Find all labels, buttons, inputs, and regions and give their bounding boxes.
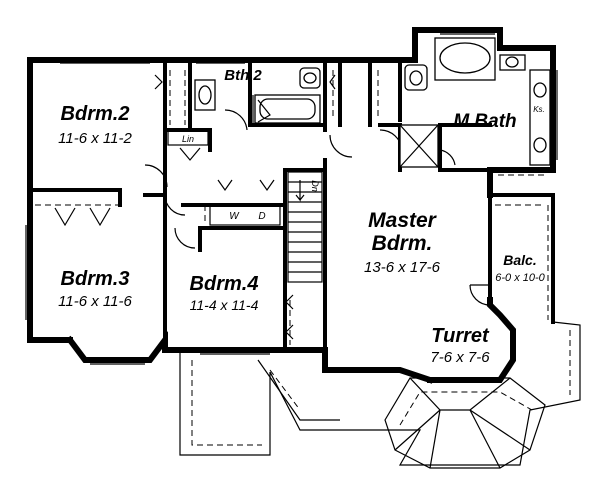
master-dims: 13-6 x 17-6 [364,259,441,276]
kneespace-label: Ks. [533,105,545,114]
turret-name: Turret [431,325,490,347]
turret-dims: 7-6 x 7-6 [430,349,490,366]
porch-roof-outline [179,321,581,469]
mbath-name: M.Bath [453,111,516,132]
stair-down-label: Dn [310,180,320,192]
washer-label: W [229,211,240,222]
bdrm3-name: Bdrm.3 [61,268,130,290]
linen-closet [167,129,209,161]
bdrm2-name: Bdrm.2 [61,103,130,125]
balcony-name: Balc. [503,252,536,268]
mbath-fixtures [399,37,551,168]
linen-label: Lin [182,134,194,144]
exterior-walls [27,27,556,384]
interior-walls [28,58,492,352]
windows [25,33,558,365]
laundry-closet [209,204,281,226]
bdrm4-dims: 11-4 x 11-4 [190,297,259,313]
bdrm3-dims: 11-6 x 11-6 [58,293,132,310]
bath2-fixtures [194,67,321,125]
master-name-line2: Bdrm. [372,232,433,255]
bdrm4-name: Bdrm.4 [190,273,259,295]
master-name-line1: Master [368,209,438,232]
bath2-name: Bth.2 [224,67,262,84]
stairs [287,171,323,283]
dryer-label: D [258,211,265,222]
balcony-dims: 6-0 x 10-0 [495,272,545,284]
bdrm2-dims: 11-6 x 11-2 [58,130,132,147]
